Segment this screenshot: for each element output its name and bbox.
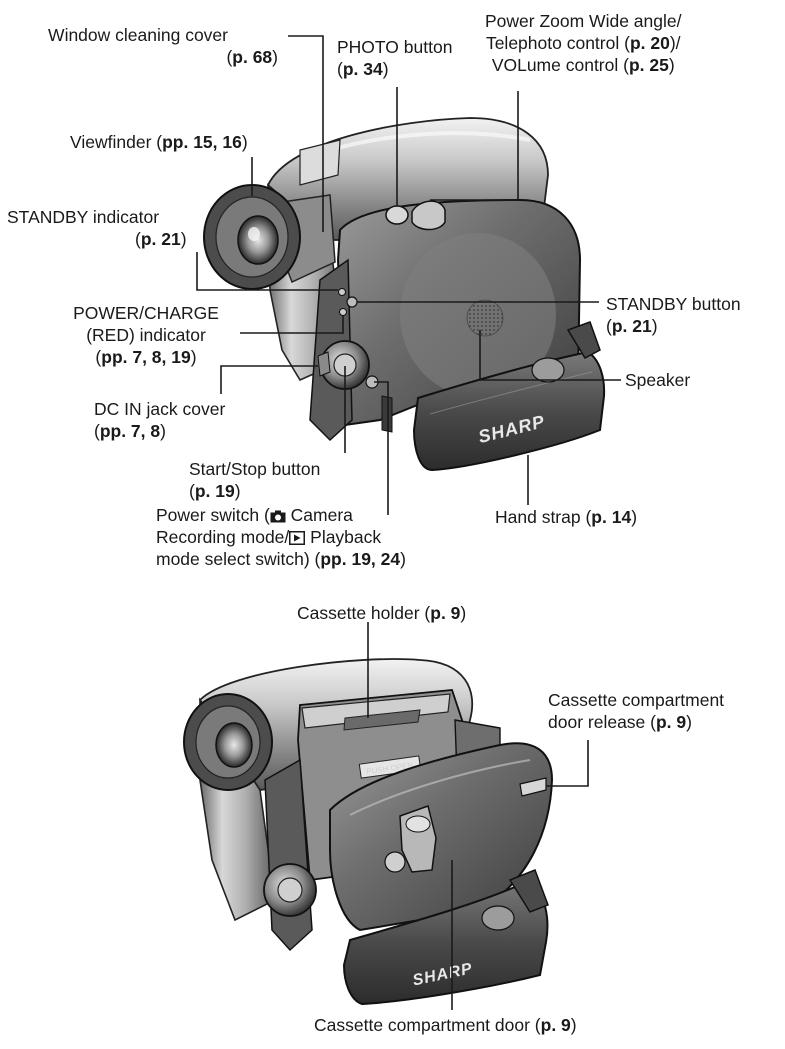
label-standby-indicator: STANDBY indicator (p. 21) bbox=[7, 207, 187, 249]
label-start-stop-button: Start/Stop button (p. 19) bbox=[189, 459, 321, 501]
label-viewfinder: Viewfinder (pp. 15, 16) bbox=[70, 132, 248, 152]
label-power-charge-indicator: POWER/CHARGE (RED) indicator (pp. 7, 8, … bbox=[73, 303, 219, 367]
label-hand-strap: Hand strap (p. 14) bbox=[495, 507, 638, 527]
label-power-zoom: Power Zoom Wide angle/ Telephoto control… bbox=[485, 11, 682, 75]
label-window-cleaning-cover: Window cleaning cover (p. 68) bbox=[48, 25, 278, 67]
camera-icon bbox=[270, 510, 286, 523]
label-door-release: Cassette compartment door release (p. 9) bbox=[548, 690, 725, 732]
label-standby-button: STANDBY button (p. 21) bbox=[606, 294, 741, 336]
label-power-switch: Power switch ( Camera Recording mode/ Pl… bbox=[156, 505, 406, 569]
leader-lines bbox=[196, 35, 621, 1010]
label-photo-button: PHOTO button (p. 34) bbox=[337, 37, 453, 79]
camcorder-open-compartment-view: PUSH OPEN SHARP bbox=[183, 658, 554, 1006]
label-cassette-holder: Cassette holder (p. 9) bbox=[297, 603, 467, 623]
camcorder-front-view: SHARP bbox=[203, 117, 606, 472]
label-compartment-door: Cassette compartment door (p. 9) bbox=[314, 1015, 577, 1035]
label-speaker: Speaker bbox=[625, 370, 691, 390]
playback-icon bbox=[289, 531, 306, 545]
label-dc-in-jack-cover: DC IN jack cover (pp. 7, 8) bbox=[94, 399, 226, 441]
